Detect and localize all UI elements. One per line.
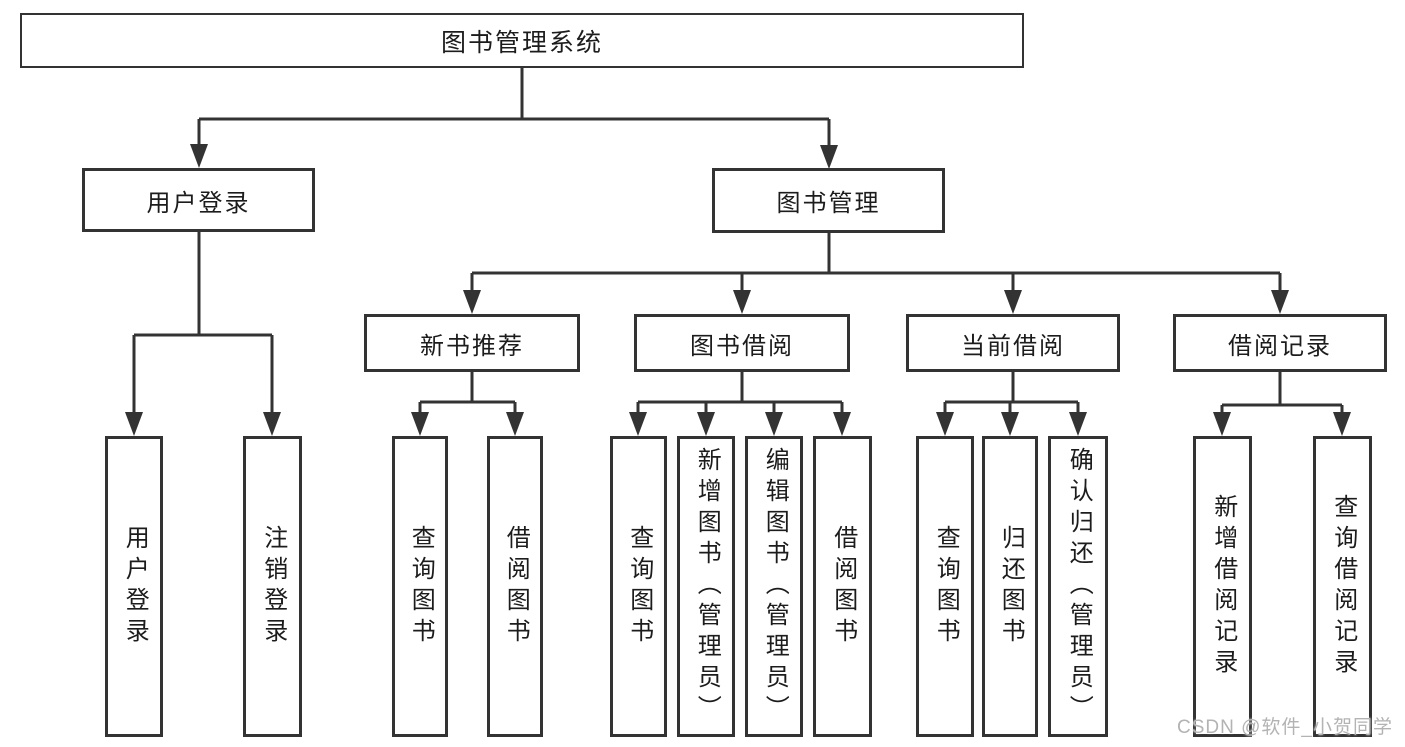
node-borrow-books-recommendation: 借阅图书 xyxy=(487,436,543,737)
node-label: 新增图书（管理员） xyxy=(693,447,721,726)
node-logout: 注销登录 xyxy=(243,436,302,737)
arrowhead xyxy=(1004,290,1022,314)
arrowhead xyxy=(1213,412,1231,436)
node-label: 查询图书 xyxy=(932,524,960,649)
arrowhead xyxy=(1069,412,1087,436)
node-label: 当前借阅 xyxy=(961,332,1065,360)
arrowhead xyxy=(125,412,143,436)
node-query-books-borrowing: 查询图书 xyxy=(610,436,667,737)
arrowhead xyxy=(506,412,524,436)
node-label: 注销登录 xyxy=(259,524,287,649)
connector-currentborrow-to-leaves xyxy=(943,372,1080,418)
arrowhead xyxy=(629,412,647,436)
arrowhead xyxy=(1001,412,1019,436)
node-add-books-admin: 新增图书（管理员） xyxy=(677,436,735,737)
arrowhead xyxy=(1271,290,1289,314)
node-label: 新书推荐 xyxy=(420,332,524,360)
node-user-login: 用户登录 xyxy=(82,168,315,232)
connector-bookborrow-to-leaves xyxy=(636,372,844,418)
node-label: 图书借阅 xyxy=(690,332,794,360)
csdn-watermark: CSDN @软件_小贺同学 xyxy=(1177,717,1393,738)
node-label: 查询图书 xyxy=(625,524,653,649)
node-query-borrow-record: 查询借阅记录 xyxy=(1313,436,1372,737)
node-label: 用户登录 xyxy=(146,189,251,217)
node-borrowing-records: 借阅记录 xyxy=(1173,314,1387,372)
node-label: 确认归还（管理员） xyxy=(1065,447,1093,726)
node-label: 图书管理 xyxy=(776,190,881,217)
arrowhead xyxy=(190,144,208,168)
node-label: 查询图书 xyxy=(407,524,435,649)
node-borrow-books: 借阅图书 xyxy=(813,436,872,737)
node-label: 用户登录 xyxy=(121,524,149,649)
connector-lines xyxy=(132,68,1344,418)
arrowhead xyxy=(463,290,481,314)
connector-bookmgmt-to-level3 xyxy=(470,233,1282,296)
node-label: 新增借阅记录 xyxy=(1209,493,1237,680)
connector-records-to-leaves xyxy=(1220,372,1344,418)
arrowheads xyxy=(125,144,1351,436)
node-label: 编辑图书（管理员） xyxy=(761,447,789,726)
node-label: 借阅图书 xyxy=(502,524,530,649)
node-label: 借阅图书 xyxy=(829,524,857,649)
arrowhead xyxy=(820,145,838,169)
node-query-books-recommendation: 查询图书 xyxy=(392,436,448,737)
connector-userlogin-to-leaves xyxy=(132,232,274,418)
connector-newbook-to-leaves xyxy=(418,372,517,418)
arrowhead xyxy=(765,412,783,436)
node-confirm-return-admin: 确认归还（管理员） xyxy=(1048,436,1108,737)
arrowhead xyxy=(411,412,429,436)
node-add-borrow-record: 新增借阅记录 xyxy=(1193,436,1252,737)
node-user-login-leaf: 用户登录 xyxy=(105,436,163,737)
arrowhead xyxy=(1333,412,1351,436)
node-new-book-recommendation: 新书推荐 xyxy=(364,314,580,372)
connector-root-to-level2 xyxy=(197,68,831,151)
node-book-borrowing: 图书借阅 xyxy=(634,314,850,372)
node-book-management: 图书管理 xyxy=(712,168,945,233)
node-library-management-system: 图书管理系统 xyxy=(20,13,1024,68)
node-query-books-current: 查询图书 xyxy=(916,436,974,737)
node-edit-books-admin: 编辑图书（管理员） xyxy=(745,436,803,737)
node-return-books: 归还图书 xyxy=(982,436,1038,737)
node-label: 图书管理系统 xyxy=(440,28,603,57)
node-current-borrowing: 当前借阅 xyxy=(906,314,1120,372)
node-label: 借阅记录 xyxy=(1228,332,1332,360)
arrowhead xyxy=(833,412,851,436)
arrowhead xyxy=(263,412,281,436)
node-label: 查询借阅记录 xyxy=(1329,493,1357,680)
arrowhead xyxy=(733,290,751,314)
node-label: 归还图书 xyxy=(997,524,1025,649)
arrowhead xyxy=(697,412,715,436)
arrowhead xyxy=(936,412,954,436)
